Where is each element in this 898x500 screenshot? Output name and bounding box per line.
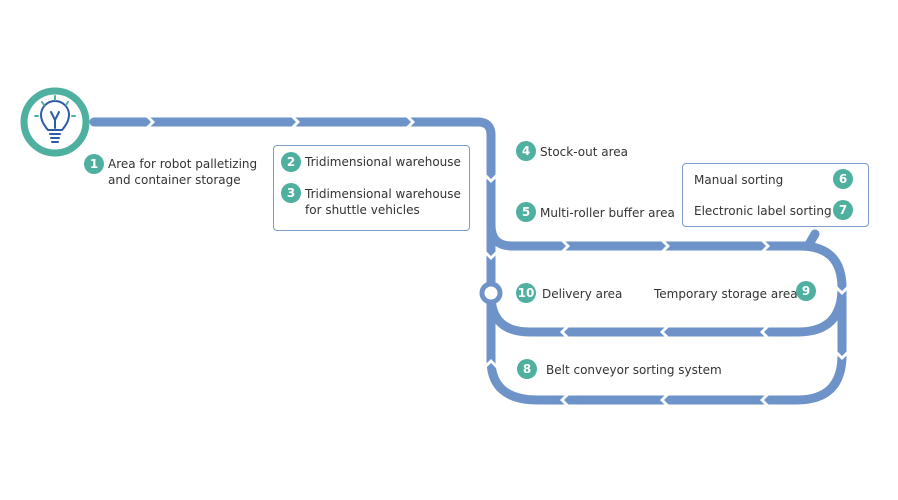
step-badge-10: 10 [516, 283, 536, 303]
step-badge-7: 7 [833, 200, 853, 220]
belt-loop-track [486, 220, 847, 405]
lightbulb-icon [20, 87, 90, 157]
track-chevron [760, 326, 770, 338]
step-label-5: Multi-roller buffer area [540, 206, 675, 220]
sorting-connector [803, 229, 820, 251]
step-badge-8: 8 [517, 359, 537, 379]
track-chevron [836, 350, 848, 360]
track-chevron [660, 326, 670, 338]
sorting-group-box [682, 163, 869, 227]
track-chevron [485, 173, 497, 183]
step-label-4: Stock-out area [540, 145, 628, 159]
track-chevron [290, 116, 300, 128]
warehouse-group-box [273, 145, 470, 231]
main-track [89, 117, 496, 230]
track-chevron [405, 116, 415, 128]
step-label-9: Temporary storage area [654, 287, 798, 301]
track-chevron [560, 394, 570, 406]
track-chevron [485, 250, 497, 260]
track-chevron [660, 240, 670, 252]
step-label-10: Delivery area [542, 287, 623, 301]
track-chevron [560, 326, 570, 338]
step-label-7: Electronic label sorting [694, 204, 832, 218]
track-chevron [660, 394, 670, 406]
delivery-node [479, 281, 503, 305]
track-chevron [145, 116, 155, 128]
step-badge-4: 4 [516, 141, 536, 161]
step-label-3-line1: Tridimensional warehouse [305, 187, 461, 201]
step-label-1-line1: Area for robot palletizing [108, 157, 258, 171]
step-badge-9: 9 [796, 281, 816, 301]
step-label-3-line2: for shuttle vehicles [305, 203, 420, 217]
track-chevron [560, 240, 570, 252]
step-badge-3: 3 [281, 183, 301, 203]
track-chevron [760, 240, 770, 252]
step-badge-5: 5 [516, 202, 536, 222]
step-label-1-line2: and container storage [108, 173, 241, 187]
track-chevron [836, 285, 848, 295]
track-chevron [760, 394, 770, 406]
step-badge-2: 2 [281, 152, 301, 172]
step-label-2: Tridimensional warehouse [305, 155, 461, 169]
step-label-8: Belt conveyor sorting system [546, 363, 722, 377]
step-badge-1: 1 [84, 154, 104, 174]
track-chevron [485, 359, 497, 369]
step-badge-6: 6 [833, 169, 853, 189]
step-label-6: Manual sorting [694, 173, 784, 187]
